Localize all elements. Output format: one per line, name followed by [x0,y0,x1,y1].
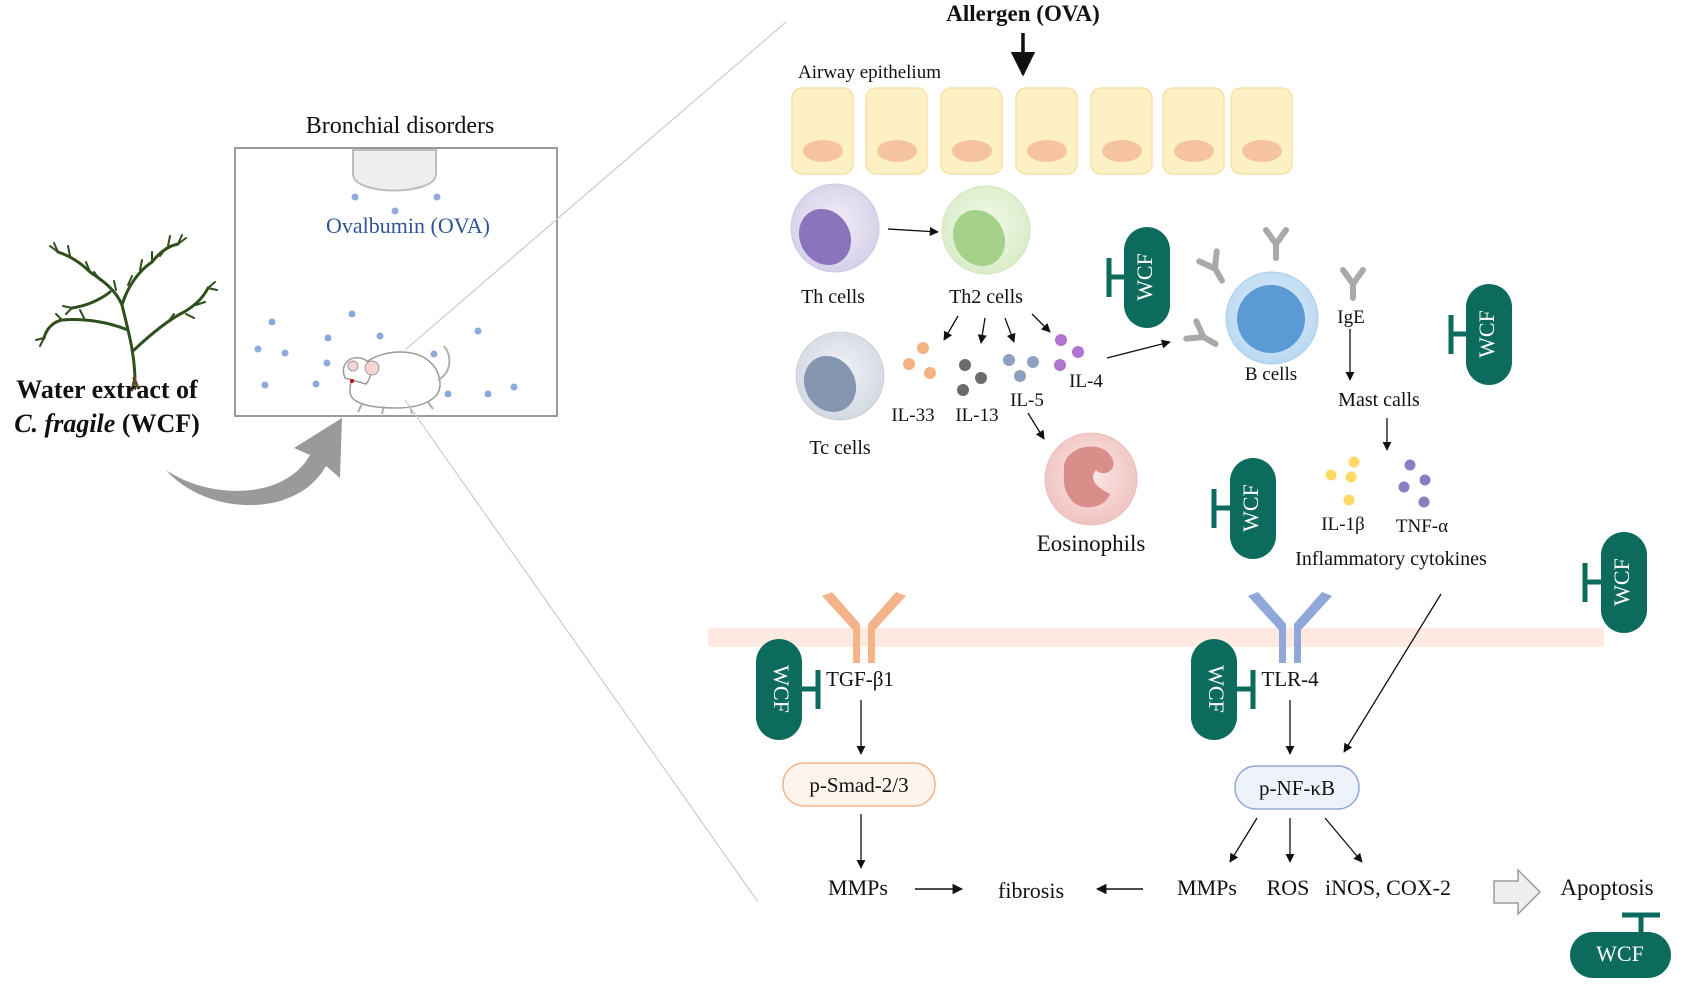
wcf-label: WCF [1474,310,1499,358]
wcf-inhibitor-cytokines: WCF [1582,532,1647,633]
wcf-inhibitor-ige: WCF [1448,284,1512,385]
il4-label: IL-4 [1069,371,1103,392]
wcf-inhibitor-apoptosis: WCF [1570,912,1671,978]
ova-label: Ovalbumin (OVA) [326,213,490,238]
wcf-label: WCF [769,665,794,713]
epithelial-cell [1090,87,1153,175]
extract-label-line1: Water extract of [16,375,198,404]
b-cell [1225,271,1319,365]
epithelium-cells [791,87,1293,175]
extract-abbrev: (WCF) [115,409,199,438]
tnfa-label: TNF-α [1396,516,1448,537]
extract-species: C. fragile [14,409,115,438]
tc-cells-label: Tc cells [809,437,871,459]
wcf-inhibitor-eosinophils: WCF [1211,458,1276,559]
mouse-illustration [342,345,451,415]
epithelial-cell [1015,87,1078,175]
ova-particles [254,193,518,398]
epithelial-cell [1162,87,1225,175]
tlr4-label: TLR-4 [1261,667,1319,691]
block-arrow-to-apoptosis [1493,868,1542,916]
il13-label: IL-13 [955,405,998,426]
mmps-left-label: MMPs [828,875,888,900]
pnfkb-label: p-NF-κB [1259,776,1335,800]
wcf-label: WCF [1132,253,1157,301]
ros-label: ROS [1267,875,1310,900]
epithelial-cell [940,87,1003,175]
epithelial-cell [865,87,928,175]
nfkb-output-arrows [1229,817,1363,863]
il5-to-eosinophils-arrow [1027,412,1045,440]
mmps-right-label: MMPs [1177,875,1237,900]
il33-dots [903,342,936,379]
th-cell [790,183,880,273]
allergen-label: Allergen (OVA) [946,1,1100,26]
tgf-receptor [822,592,906,663]
th2-cell [941,185,1031,275]
eosinophils-label: Eosinophils [1037,531,1146,556]
wcf-label: WCF [1596,941,1644,966]
il4-dots [1054,334,1084,371]
psmad-label: p-Smad-2/3 [809,773,908,797]
b-cells-label: B cells [1245,364,1297,385]
epithelium-label: Airway epithelium [798,62,941,83]
fibrosis-label: fibrosis [998,878,1064,903]
il5-dots [1003,354,1039,382]
wcf-label: WCF [1204,665,1229,713]
th2-cells-label: Th2 cells [949,286,1023,308]
epithelial-cell [1230,87,1293,175]
mast-cells-label: Mast calls [1338,389,1420,411]
th2-cytokine-arrows [943,313,1051,344]
il4-to-bcells-arrow [1106,339,1171,359]
apoptosis-label: Apoptosis [1560,875,1653,900]
il13-dots [957,359,987,396]
tnfa-dots [1398,459,1431,508]
wcf-label: WCF [1238,484,1263,532]
ige-label: IgE [1337,307,1364,328]
cell-membrane [708,628,1604,647]
wcf-inhibitor-th2: WCF [1106,227,1170,328]
zoom-line-bottom [404,399,759,903]
wcf-label: WCF [1609,558,1634,606]
extract-label-line2: C. fragile (WCF) [14,409,200,438]
pnfkb-box [1234,765,1360,810]
wcf-inhibitor-tlr4: WCF [1191,639,1256,740]
cytokines-to-nfkb-arrow [1343,593,1442,753]
il1b-dots [1325,456,1360,506]
wcf-inhibitor-tgfb1: WCF [756,639,821,740]
th-to-th2-arrow [887,226,939,237]
tlr4-receptor [1248,592,1332,663]
il5-label: IL-5 [1010,390,1044,411]
administration-arrow [166,418,342,506]
seaweed-image [35,234,218,392]
zoom-line-top [404,21,787,351]
epithelial-cell [791,87,854,175]
inos-cox2-label: iNOS, COX-2 [1325,875,1451,900]
inflammatory-cytokines-label: Inflammatory cytokines [1295,548,1487,570]
eosinophil-cell [1044,432,1138,526]
antibody-icons [1183,227,1366,347]
psmad-box [782,762,936,807]
nebulizer [352,149,437,192]
il1b-label: IL-1β [1321,514,1364,535]
tgfb1-label: TGF-β1 [826,667,894,691]
box-title: Bronchial disorders [306,113,495,139]
tc-cell [795,331,885,421]
th-cells-label: Th cells [801,286,865,308]
il33-label: IL-33 [891,405,934,426]
